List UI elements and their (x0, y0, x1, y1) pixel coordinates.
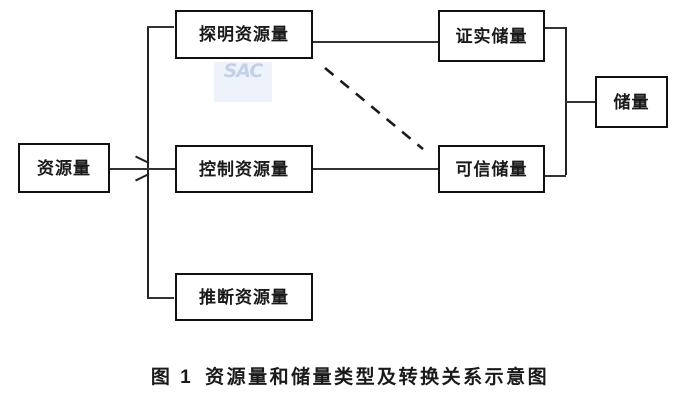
node-resources-label: 资源量 (37, 158, 91, 178)
right-bracket-arm-proved (545, 27, 566, 29)
node-inferred-resources-label: 推断资源量 (199, 287, 289, 307)
node-probable-reserve-label: 可信储量 (455, 159, 528, 179)
right-bracket-arm-probable (545, 175, 566, 177)
watermark-text: SAC (223, 60, 264, 82)
node-reserves-label: 储量 (613, 92, 650, 112)
node-probable-reserve[interactable]: 可信储量 (438, 145, 545, 193)
node-indicated-resources[interactable]: 控制资源量 (175, 145, 313, 193)
left-bracket-arm-measured (147, 26, 174, 28)
node-measured-resources-label: 探明资源量 (199, 25, 289, 44)
node-resources[interactable]: 资源量 (18, 143, 110, 193)
sac-watermark: SAC (214, 60, 272, 102)
node-reserves[interactable]: 储量 (595, 76, 668, 128)
figure-caption-number: 图 1 (150, 367, 194, 388)
connector-resources-arrow-icon (134, 161, 148, 175)
node-proved-reserve-label: 证实储量 (455, 26, 528, 46)
node-indicated-resources-label: 控制资源量 (199, 159, 289, 179)
node-proved-reserve[interactable]: 证实储量 (438, 10, 545, 62)
node-measured-resources[interactable]: 探明资源量 (175, 10, 313, 59)
left-bracket-arm-indicated (147, 168, 175, 170)
left-bracket-arm-inferred (147, 297, 174, 299)
edge-measured-to-proved-reserve (313, 41, 439, 43)
edge-measured-to-probable-reserve-dashed (324, 66, 424, 151)
edge-indicated-to-probable-reserve (313, 168, 439, 170)
node-inferred-resources[interactable]: 推断资源量 (175, 273, 313, 321)
figure-caption-title: 资源量和储量类型及转换关系示意图 (205, 367, 550, 388)
connector-resources-stem (110, 168, 148, 170)
figure-caption: 图 1 资源量和储量类型及转换关系示意图 (0, 362, 700, 389)
connector-reserves-stem (565, 101, 596, 103)
